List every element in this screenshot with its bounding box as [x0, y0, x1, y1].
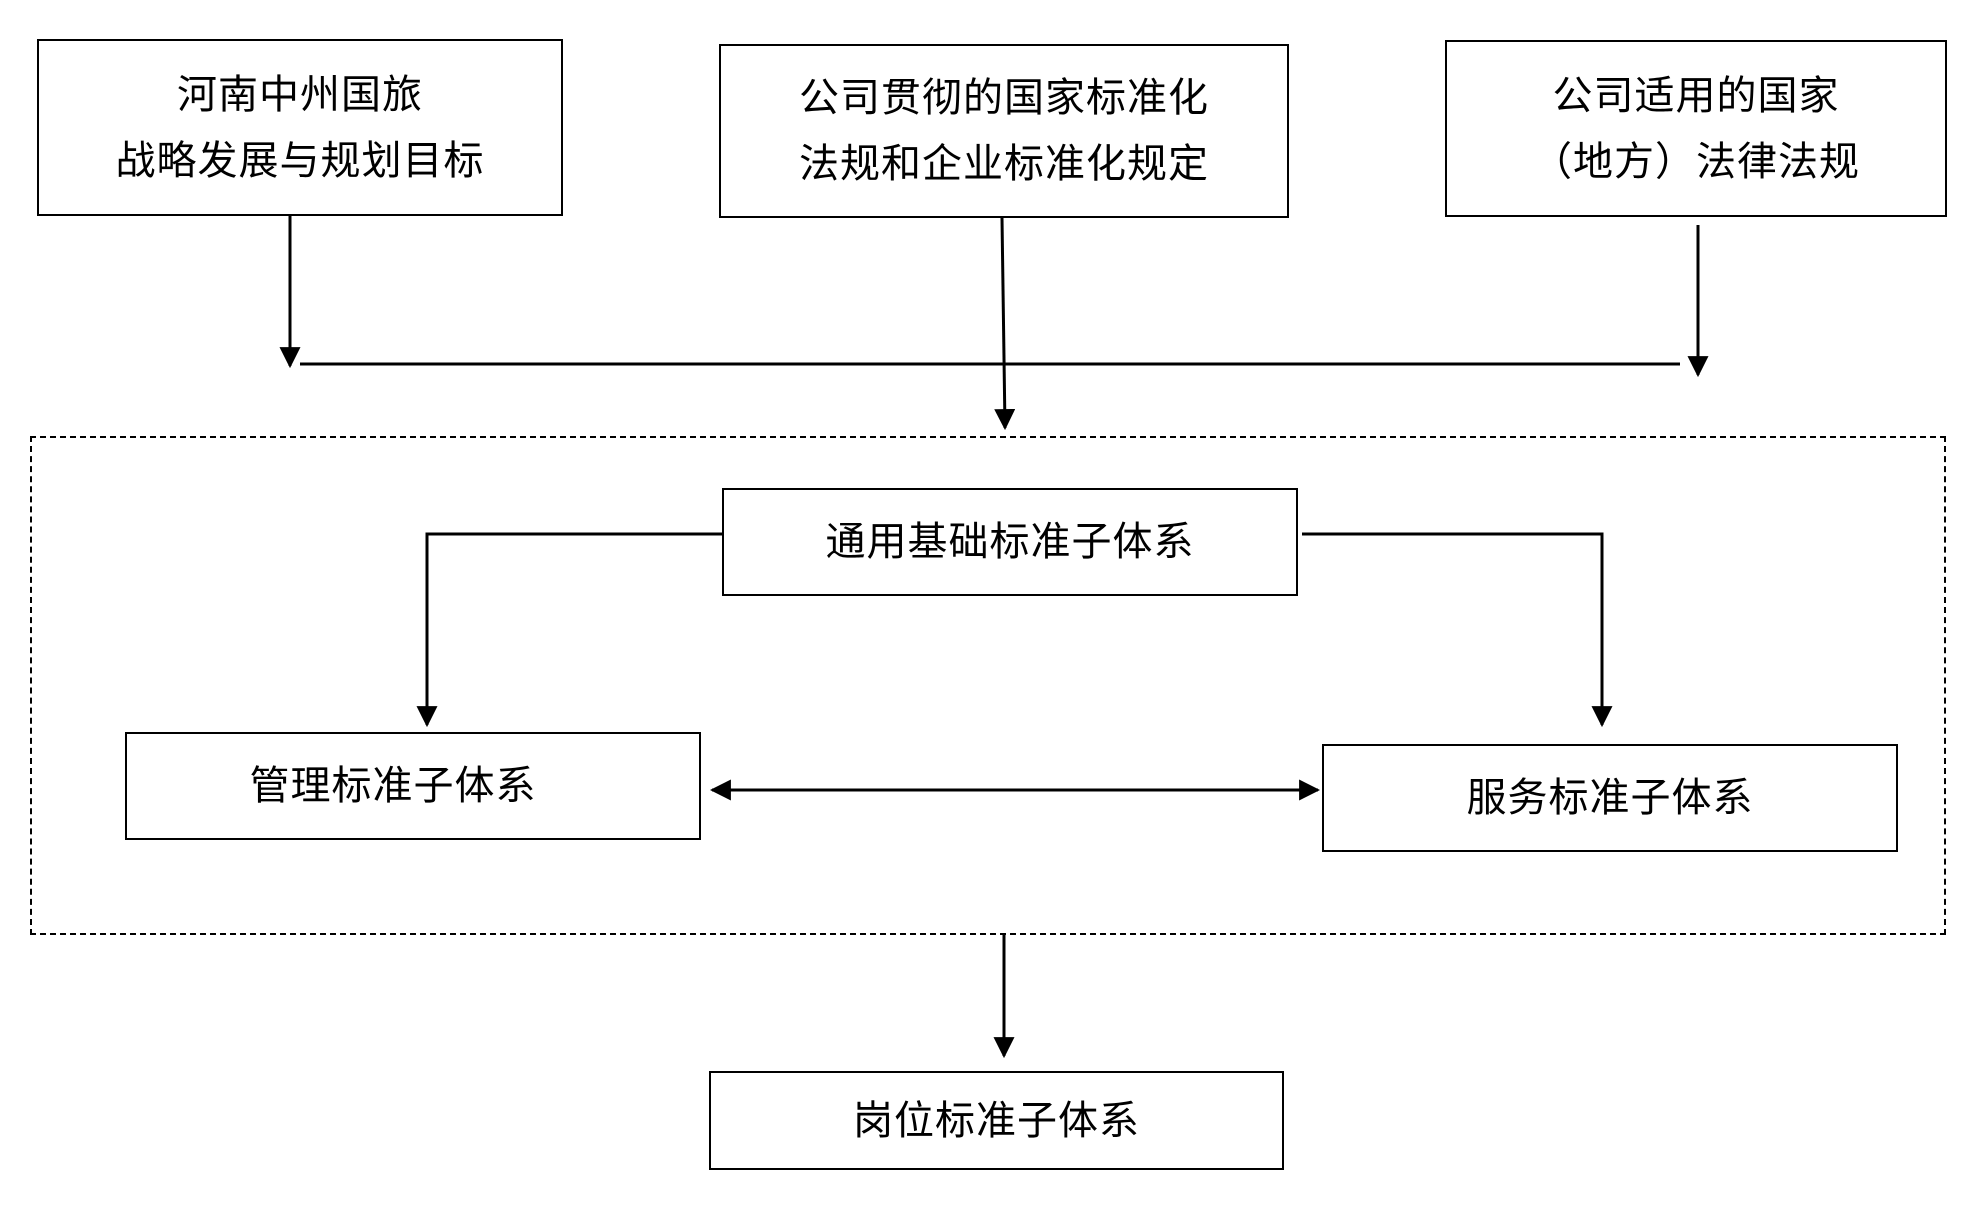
strategy-box-line1: 河南中州国旅 — [177, 71, 423, 118]
strategy-box-line2: 战略发展与规划目标 — [115, 137, 485, 184]
strategy-box: 河南中州国旅 战略发展与规划目标 — [37, 39, 563, 216]
management-standards-box: 管理标准子体系 — [125, 732, 701, 840]
laws-box: 公司适用的国家 （地方）法律法规 — [1445, 40, 1947, 217]
post-standards-label: 岗位标准子体系 — [853, 1097, 1140, 1144]
laws-box-line1: 公司适用的国家 — [1552, 72, 1840, 119]
national-standards-box-line2: 法规和企业标准化规定 — [799, 141, 1209, 187]
national-standards-box-line1: 公司贯彻的国家标准化 — [799, 75, 1209, 121]
laws-box-line2: （地方）法律法规 — [1532, 138, 1860, 185]
national-standards-box: 公司贯彻的国家标准化 法规和企业标准化规定 — [719, 44, 1289, 218]
general-standards-label: 通用基础标准子体系 — [825, 519, 1195, 565]
connector-standards-down — [994, 217, 1016, 431]
general-standards-box: 通用基础标准子体系 — [722, 488, 1298, 596]
standard-subsystems-group — [30, 436, 1946, 935]
connector-general-to-management — [416, 532, 722, 728]
management-standards-label: 管理标准子体系 — [249, 763, 537, 809]
service-standards-box: 服务标准子体系 — [1322, 744, 1898, 852]
connector-general-to-service — [1302, 532, 1613, 728]
service-standards-label: 服务标准子体系 — [1466, 775, 1754, 821]
post-standards-box: 岗位标准子体系 — [709, 1071, 1284, 1170]
